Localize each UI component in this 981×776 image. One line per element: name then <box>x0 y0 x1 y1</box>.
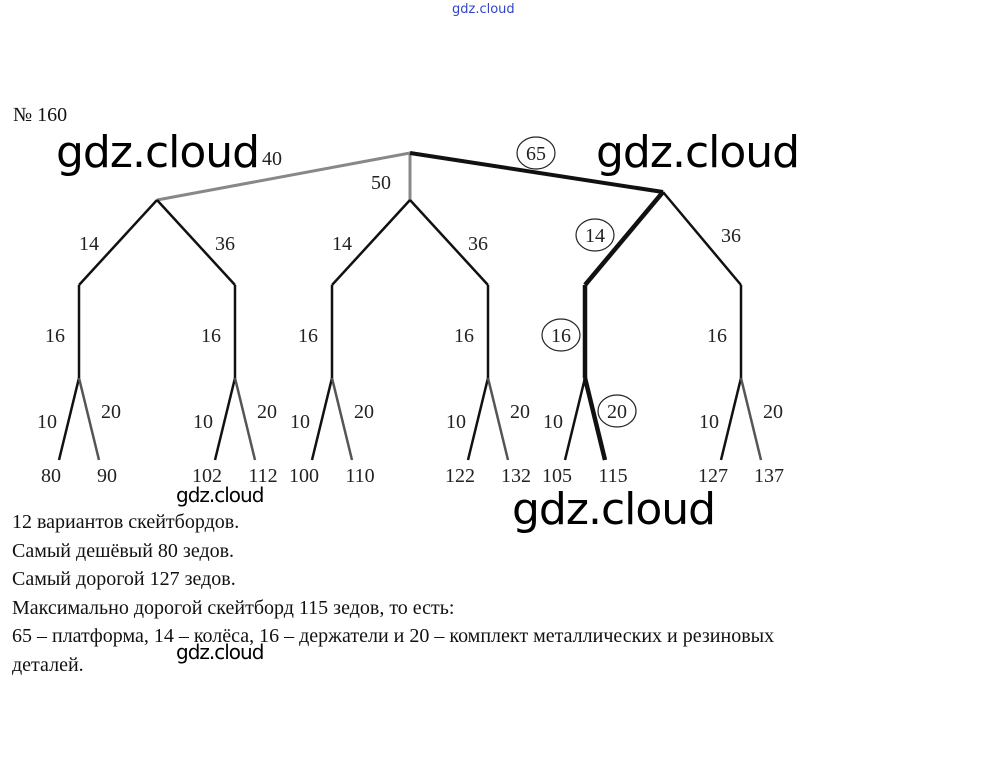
highlight-circle <box>597 394 637 428</box>
kit-edge <box>563 377 587 461</box>
kit-edge-label: 20 <box>257 401 277 423</box>
leaf-price: 112 <box>248 465 277 487</box>
holder-edge-label: 16 <box>298 325 318 347</box>
answer-text: 12 вариантов скейтбордов. Самый дешёвый … <box>12 508 981 679</box>
kit-edge-label: 20 <box>354 401 374 423</box>
leaf-price: 80 <box>41 465 61 487</box>
platform-edge-label: 50 <box>371 172 391 194</box>
watermark: gdz.cloud <box>176 483 264 507</box>
kit-edge-label: 20 <box>510 401 530 423</box>
wheel-edge <box>331 199 411 286</box>
kit-edge-label: 10 <box>290 411 310 433</box>
answer-line: Максимально дорогой скейтборд 115 зедов,… <box>12 596 455 619</box>
answer-line: 12 вариантов скейтбордов. <box>12 511 240 533</box>
platform-edge-label: 65 <box>526 143 546 165</box>
leaf-price: 122 <box>445 465 475 487</box>
answer-line: деталей. <box>12 653 84 676</box>
holder-edge-label: 16 <box>454 325 474 347</box>
answer-line: 65 – платформа, 14 – колёса, 16 – держат… <box>12 625 775 647</box>
leaf-price: 110 <box>345 465 374 487</box>
leaf-price: 127 <box>698 465 728 487</box>
wheel-edge-label: 14 <box>79 233 99 255</box>
holder-edge-label: 16 <box>707 325 727 347</box>
answer-line: Самый дорогой 127 зедов. <box>12 568 236 590</box>
kit-edge-label: 10 <box>543 411 563 433</box>
watermark: gdz.cloud <box>56 127 260 178</box>
kit-edge-label: 10 <box>193 411 213 433</box>
header-watermark: gdz.cloud <box>452 2 515 17</box>
leaf-price: 102 <box>192 465 222 487</box>
highlight-circle <box>541 318 581 352</box>
kit-edge-label: 20 <box>607 401 627 423</box>
problem-number: № 160 <box>13 104 68 126</box>
leaf-price: 132 <box>501 465 531 487</box>
wheel-edge <box>662 191 742 286</box>
kit-edge-label: 10 <box>699 411 719 433</box>
leaf-price: 90 <box>97 465 117 487</box>
highlight-circle <box>575 218 615 252</box>
wheel-edge-label: 36 <box>215 233 235 255</box>
leaf-price: 100 <box>289 465 319 487</box>
platform-edge <box>156 151 411 202</box>
kit-edge-label: 20 <box>101 401 121 423</box>
kit-edge <box>582 377 608 461</box>
skateboard-tree-diagram: 40 14 16 10 80 20 90 36 16 10 102 20 112 50 14 16 10 100 2… <box>37 136 784 487</box>
kit-edge-label: 10 <box>37 411 57 433</box>
wheel-edge <box>156 199 236 286</box>
kit-edge <box>77 377 101 461</box>
platform-edge-label: 40 <box>262 148 282 170</box>
watermark: gdz.cloud <box>512 484 716 535</box>
highlight-circle <box>516 136 556 170</box>
kit-edge <box>330 377 354 461</box>
leaf-price: 115 <box>598 465 627 487</box>
kit-edge <box>486 377 510 461</box>
answer-line: Самый дешёвый 80 зедов. <box>12 539 235 562</box>
wheel-edge <box>78 199 158 286</box>
holder-edge-label: 16 <box>201 325 221 347</box>
kit-edge <box>719 377 743 461</box>
wheel-edge <box>409 199 489 286</box>
kit-edge <box>233 377 257 461</box>
kit-edge-label: 10 <box>446 411 466 433</box>
wheel-edge-label: 36 <box>721 225 741 247</box>
wheel-edge-label: 14 <box>332 233 352 255</box>
kit-edge <box>739 377 763 461</box>
kit-edge-label: 20 <box>763 401 783 423</box>
watermark: gdz.cloud <box>176 640 264 664</box>
kit-edge <box>310 377 334 461</box>
wheel-edge-label: 36 <box>468 233 488 255</box>
wheel-edge-label: 14 <box>585 225 605 247</box>
kit-edge <box>213 377 237 461</box>
holder-edge-label: 16 <box>551 325 571 347</box>
platform-edge <box>409 151 664 194</box>
kit-edge <box>466 377 490 461</box>
kit-edge <box>57 377 81 461</box>
leaf-price: 137 <box>754 465 784 487</box>
leaf-price: 105 <box>542 465 572 487</box>
watermark: gdz.cloud <box>596 127 800 178</box>
wheel-edge <box>583 190 665 287</box>
holder-edge-label: 16 <box>45 325 65 347</box>
